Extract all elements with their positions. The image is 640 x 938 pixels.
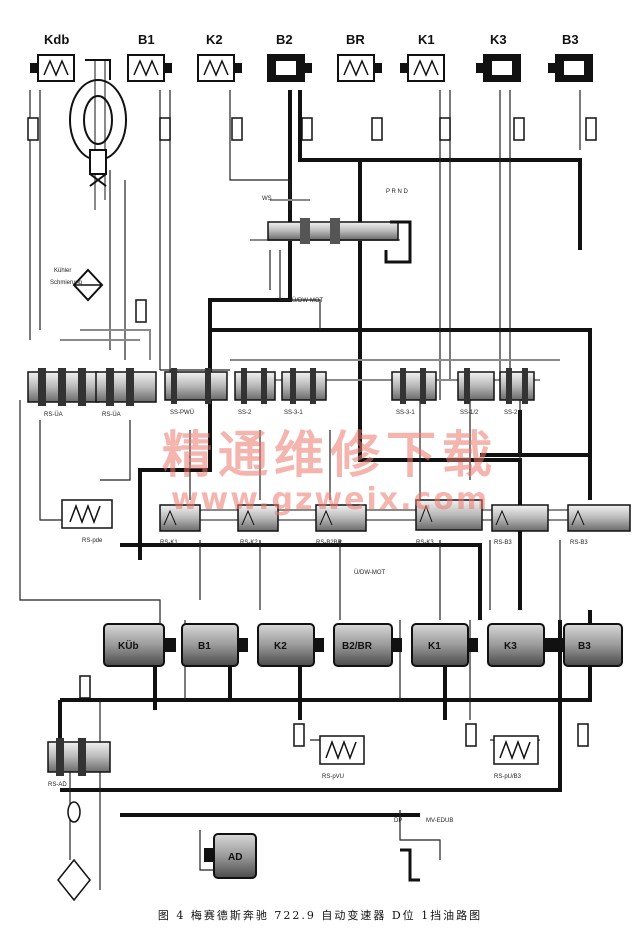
label-k3: K3 — [490, 32, 507, 47]
valve-row1-4 — [391, 368, 437, 404]
cooler-symbol: Kühler Schmierung — [50, 268, 104, 302]
actuator-k2 — [197, 54, 242, 82]
servo-ad-label: AD — [228, 852, 242, 863]
mv-label: MV-EDUB — [426, 818, 453, 824]
cyl-label-b2br: B2/BR — [342, 641, 373, 652]
valve-rs-ad — [47, 738, 111, 776]
valve-rs-pde-label: RS-pde — [82, 538, 103, 544]
label-b3: B3 — [562, 32, 579, 47]
row1-label-1: SS-PWÜ — [170, 409, 194, 416]
cylinder-b1 — [181, 623, 248, 667]
servo-ad: AD — [204, 833, 257, 879]
label-br: BR — [346, 32, 365, 47]
label-k2: K2 — [206, 32, 223, 47]
row1-label-2: SS-2 — [238, 410, 252, 416]
valve-row1-1 — [164, 368, 228, 404]
valve-rs-pu-b3-label: RS-pU/B3 — [494, 774, 522, 780]
gear-marks: P R N D — [386, 189, 409, 195]
label-b1: B1 — [138, 32, 155, 47]
dp-label: DP — [394, 818, 402, 824]
dp-valve: DP MV-EDUB — [394, 818, 453, 882]
manual-valve-label: WS — [262, 196, 272, 202]
cylinder-b2br — [333, 623, 402, 667]
solenoid-mid-label: Ü/DW-MOT — [354, 569, 386, 576]
check-valves-top — [27, 117, 597, 323]
row2-label-6: RS-B3 — [570, 540, 588, 546]
shift-cylinders: KÜb B1 K2 B2/BR K1 K3 B3 — [103, 623, 623, 667]
row1-label-4: SS-3-1 — [396, 410, 415, 416]
valve-rs-ua-b — [95, 368, 157, 406]
valve-row2-1 — [159, 504, 201, 532]
top-labels: Kdb B1 K2 B2 BR K1 K3 B3 — [44, 32, 579, 47]
valve-rs-pvu — [319, 735, 365, 765]
valve-row2-2 — [237, 504, 279, 532]
row1-label-3: SS-3-1 — [284, 410, 303, 416]
actuator-b3 — [548, 54, 593, 82]
label-b2: B2 — [276, 32, 293, 47]
cyl-label-kub: KÜb — [118, 639, 139, 652]
actuator-kdb — [30, 54, 75, 82]
figure-caption: 图 4 梅赛德斯奔驰 722.9 自动变速器 D位 1挡油路图 — [157, 909, 483, 922]
solenoid-top-label: Ü/DW-MOT — [292, 297, 324, 304]
cyl-label-k3: K3 — [504, 641, 517, 652]
row2-label-3: RS-B2BR — [316, 540, 343, 546]
valve-rs-pvu-label: RS-pVU — [322, 774, 344, 780]
row1-label-5: SS-1/2 — [460, 410, 479, 416]
cooler-label: Kühler — [54, 268, 71, 274]
cyl-label-b1: B1 — [198, 641, 211, 652]
row2-valves: RS-K1 RS-K2 RS-B2BR RS-K3 RS-B3 RS-B3 Ü/… — [159, 499, 631, 576]
valve-rs-pu-b3 — [493, 735, 539, 765]
actuator-k1 — [400, 54, 445, 82]
row2-label-1: RS-K1 — [160, 540, 178, 546]
cyl-label-k1: K1 — [428, 641, 441, 652]
top-actuators — [30, 54, 593, 82]
valve-row2-5 — [491, 504, 549, 532]
valve-row2-3 — [315, 504, 367, 532]
row1-valves: SS-PWÜ SS-2 SS-3-1 SS-3-1 SS-1/2 SS-2 — [164, 368, 535, 416]
torque-converter — [69, 59, 127, 187]
cylinder-k3 — [487, 623, 554, 667]
valve-rs-pde — [61, 499, 113, 529]
row2-label-5: RS-B3 — [494, 540, 512, 546]
valve-row1-3 — [281, 368, 327, 404]
valve-row2-4 — [415, 499, 483, 531]
actuator-br — [337, 54, 382, 82]
check-valves-bottom — [79, 675, 589, 747]
cylinder-kub — [103, 623, 176, 667]
lubrication-label: Schmierung — [50, 280, 82, 286]
valve-rs-ad-label: RS-AD — [48, 782, 67, 788]
row2-label-4: RS-K3 — [416, 540, 434, 546]
left-valves: RS-ÜA RS-ÜA RS-pde — [27, 368, 157, 544]
pump-filter — [57, 801, 91, 902]
actuator-b1 — [127, 54, 172, 82]
bottom-valves: RS-AD RS-pVU RS-pU/B3 — [47, 735, 539, 788]
row1-label-6: SS-2 — [504, 410, 518, 416]
valve-rs-ua-a — [27, 368, 99, 406]
actuator-b2 — [267, 54, 312, 82]
valve-row1-6 — [499, 368, 535, 404]
label-k1: K1 — [418, 32, 435, 47]
cylinder-b3 — [554, 623, 623, 667]
row2-label-2: RS-K2 — [240, 540, 258, 546]
label-kdb: Kdb — [44, 32, 69, 47]
valve-rs-ua-a-label: RS-ÜA — [44, 411, 63, 418]
cyl-label-b3: B3 — [578, 641, 591, 652]
cylinder-k1 — [411, 623, 478, 667]
valve-row2-6 — [567, 504, 631, 532]
actuator-k3 — [476, 54, 521, 82]
cyl-label-k2: K2 — [274, 641, 287, 652]
valve-row1-5 — [457, 368, 495, 404]
valve-row1-2 — [234, 368, 276, 404]
grey-lines — [60, 60, 620, 521]
manual-valve: WS P R N D Ü/DW-MOT — [262, 189, 412, 304]
valve-rs-ua-b-label: RS-ÜA — [102, 411, 121, 418]
cylinder-k2 — [257, 623, 324, 667]
